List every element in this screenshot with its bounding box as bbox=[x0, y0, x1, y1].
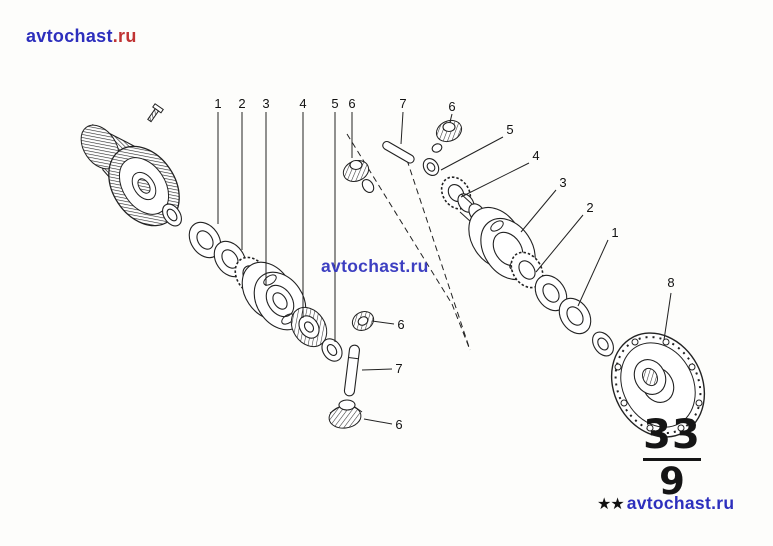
part-pinion-shaft-top bbox=[382, 140, 415, 164]
callout-top-5: 5 bbox=[331, 96, 338, 111]
watermark-tld: .ru bbox=[405, 256, 429, 276]
leader-line bbox=[363, 418, 393, 425]
part-seal-ring bbox=[162, 203, 182, 227]
part-spider-gear-right bbox=[431, 119, 463, 153]
section-badge: 33 9 bbox=[639, 414, 705, 502]
callout-top-1: 1 bbox=[214, 96, 221, 111]
watermark-bottom-right: ★★ avtochast.ru bbox=[597, 493, 734, 514]
leader-line bbox=[663, 292, 672, 341]
leader-line bbox=[371, 320, 395, 325]
part-ring-right bbox=[592, 331, 614, 357]
part-final-drive-housing bbox=[80, 123, 180, 227]
leader-line bbox=[449, 113, 453, 123]
watermark-top-left: avtochast.ru bbox=[26, 26, 137, 47]
part-thrust-washer bbox=[321, 338, 343, 362]
leader-line bbox=[361, 368, 393, 371]
callout-top-4: 4 bbox=[299, 96, 306, 111]
section-page-number: 9 bbox=[659, 460, 685, 503]
fraction-bar bbox=[643, 458, 701, 461]
part-shim-right-1 bbox=[558, 297, 592, 335]
part-washer-right-a bbox=[510, 251, 544, 289]
callout-top-6: 6 bbox=[348, 96, 355, 111]
projection-line bbox=[406, 159, 471, 351]
leader-line bbox=[400, 111, 404, 145]
part-screw bbox=[147, 103, 164, 123]
callout-top-3: 3 bbox=[262, 96, 269, 111]
callout-top-6b: 6 bbox=[448, 99, 455, 114]
leader-line bbox=[535, 214, 584, 273]
watermark-center: avtochast.ru bbox=[321, 256, 429, 277]
callout-mid-6b: 6 bbox=[395, 417, 402, 432]
leader-line bbox=[577, 239, 609, 307]
callout-right-2: 2 bbox=[586, 200, 593, 215]
part-spider-gear-upper bbox=[351, 311, 375, 331]
part-spider-gear-top bbox=[342, 159, 375, 193]
leader-line bbox=[460, 162, 530, 198]
callout-right-3: 3 bbox=[559, 175, 566, 190]
projection-line bbox=[451, 303, 471, 351]
part-shim-right-2 bbox=[534, 274, 568, 312]
callout-right-8: 8 bbox=[667, 275, 674, 290]
leader-line bbox=[440, 136, 504, 171]
callout-top-7: 7 bbox=[399, 96, 406, 111]
callout-right-5: 5 bbox=[506, 122, 513, 137]
watermark-name: avtochast bbox=[626, 493, 712, 513]
callout-right-1: 1 bbox=[611, 225, 618, 240]
watermark-tld: .ru bbox=[112, 26, 137, 46]
watermark-tld: .ru bbox=[711, 493, 735, 513]
section-group-number: 33 bbox=[643, 412, 701, 458]
callout-mid-6a: 6 bbox=[397, 317, 404, 332]
callout-top-2: 2 bbox=[238, 96, 245, 111]
part-pinion-shaft bbox=[343, 344, 360, 397]
part-drive-flange bbox=[610, 332, 706, 438]
callout-right-4: 4 bbox=[532, 148, 539, 163]
watermark-name: avtochast bbox=[26, 26, 113, 46]
part-washer-small-right bbox=[422, 158, 440, 176]
projection-line bbox=[346, 133, 453, 305]
callout-mid-7: 7 bbox=[395, 361, 402, 376]
part-spider-gear-lower bbox=[328, 399, 363, 429]
part-bevel-side-gear bbox=[290, 306, 328, 348]
watermark-name: avtochast bbox=[321, 256, 406, 276]
stars: ★★ bbox=[597, 496, 625, 513]
leader-line bbox=[520, 189, 557, 233]
